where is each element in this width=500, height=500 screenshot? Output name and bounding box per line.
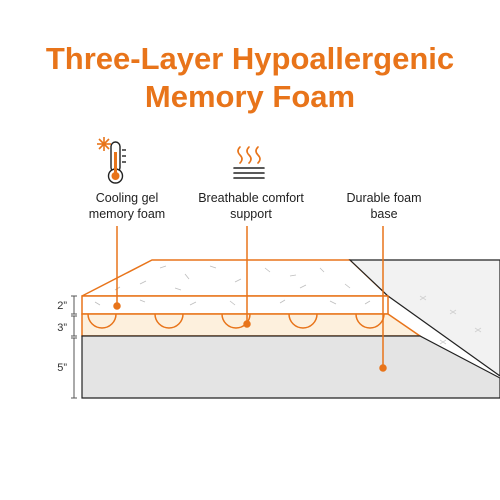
thickness-label-middle: 3” (57, 322, 67, 334)
caption-cooling-gel: Cooling gel memory foam (72, 190, 182, 222)
callout-lines (113, 226, 387, 372)
caption-line: Breathable comfort (198, 191, 304, 205)
thickness-label-top: 2” (57, 300, 67, 312)
gel-texture (94, 299, 371, 306)
caption-line: support (230, 207, 272, 221)
mattress-cover (348, 259, 500, 377)
heat-waves-icon (233, 146, 265, 179)
caption-line: Durable foam (346, 191, 422, 205)
dimension-brackets (71, 295, 77, 399)
title-line-2: Memory Foam (144, 79, 356, 114)
caption-line: base (370, 207, 398, 221)
thermometer-snowflake-icon (97, 137, 126, 184)
caption-line: Cooling gel (95, 191, 159, 205)
cover-quilting (419, 295, 482, 345)
layer-comfort-support (81, 313, 423, 337)
caption-foam-base: Durable foam base (327, 190, 441, 222)
page-title: Three-Layer Hypoallergenic Memory Foam (0, 40, 500, 116)
layer-foam-base (81, 335, 500, 399)
caption-comfort-support: Breathable comfort support (183, 190, 319, 222)
mattress-top-surface (81, 259, 390, 297)
title-line-1: Three-Layer Hypoallergenic (45, 41, 455, 76)
foam-texture (114, 265, 351, 291)
caption-line: memory foam (88, 207, 166, 221)
thickness-label-base: 5” (57, 362, 67, 374)
